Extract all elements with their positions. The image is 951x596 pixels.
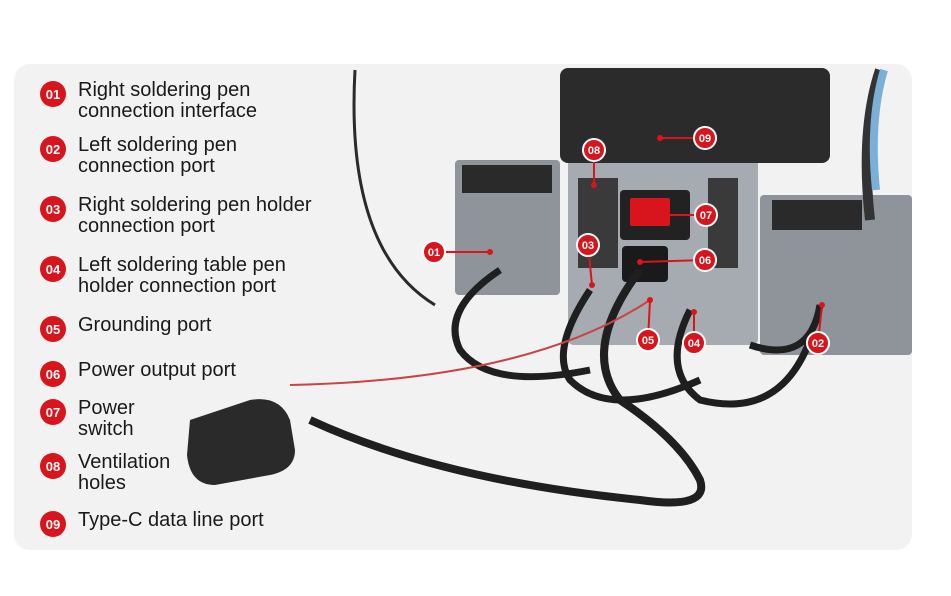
callout-04: 04 xyxy=(682,309,706,355)
legend-label: Right soldering pen holder connection po… xyxy=(78,194,312,237)
legend-number-badge: 09 xyxy=(40,511,66,537)
power-plug xyxy=(187,399,295,485)
callout-05: 05 xyxy=(636,297,660,352)
callout-08: 08 xyxy=(582,138,606,188)
legend-label: Left soldering pen connection port xyxy=(78,134,238,177)
callout-number: 05 xyxy=(642,335,654,347)
legend-item-05: 05 Grounding port xyxy=(40,315,211,342)
legend-number-badge: 07 xyxy=(40,399,66,425)
legend-number-badge: 02 xyxy=(40,136,66,162)
legend-number-badge: 08 xyxy=(40,453,66,479)
legend-item-06: 06 Power output port xyxy=(40,360,236,387)
legend-item-09: 09 Type-C data line port xyxy=(40,510,264,537)
callout-03: 03 xyxy=(576,233,600,288)
legend: 01 Right soldering pen connection interfa… xyxy=(40,0,360,596)
legend-item-01: 01 Right soldering pen connection interfa… xyxy=(40,80,257,122)
legend-item-07: 07 Power switch xyxy=(40,398,135,440)
callout-07: 07 xyxy=(657,203,718,227)
legend-label: Power switch xyxy=(78,397,135,440)
legend-item-04: 04 Left soldering table pen holder connec… xyxy=(40,255,286,297)
power-switch xyxy=(630,198,670,226)
legend-label: Type-C data line port xyxy=(78,509,264,531)
right-pen-holder xyxy=(760,195,912,355)
legend-number-badge: 03 xyxy=(40,196,66,222)
callout-number: 07 xyxy=(700,210,712,222)
legend-label: Power output port xyxy=(78,359,236,381)
legend-label: Left soldering table pen holder connecti… xyxy=(78,254,286,297)
callout-number: 03 xyxy=(582,240,594,252)
callout-number: 06 xyxy=(699,255,711,267)
callout-02: 02 xyxy=(806,302,830,355)
legend-number-badge: 04 xyxy=(40,256,66,282)
legend-item-03: 03 Right soldering pen holder connection … xyxy=(40,195,312,237)
legend-number-badge: 05 xyxy=(40,316,66,342)
station-top xyxy=(560,68,830,163)
left-pen-holder xyxy=(455,160,560,295)
legend-label: Ventilation holes xyxy=(78,451,171,494)
callout-number: 04 xyxy=(688,338,701,350)
callout-01: 01 xyxy=(422,240,493,264)
callout-number: 08 xyxy=(588,145,600,157)
callout-number: 02 xyxy=(812,338,824,350)
callout-09: 09 xyxy=(657,126,717,150)
callout-number: 01 xyxy=(428,247,440,259)
legend-label: Grounding port xyxy=(78,314,212,336)
legend-label: Right soldering pen connection interface xyxy=(78,79,258,122)
callout-number: 09 xyxy=(699,133,711,145)
legend-item-08: 08 Ventilation holes xyxy=(40,452,170,494)
legend-number-badge: 06 xyxy=(40,361,66,387)
legend-item-02: 02 Left soldering pen connection port xyxy=(40,135,237,177)
callout-06: 06 xyxy=(637,248,717,272)
legend-number-badge: 01 xyxy=(40,81,66,107)
